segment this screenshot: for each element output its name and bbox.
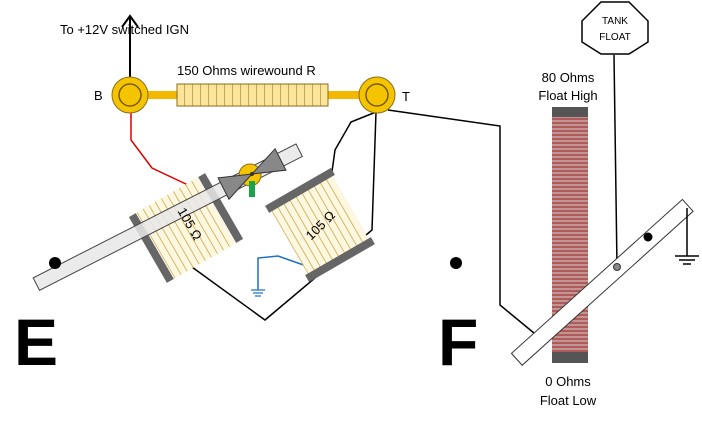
pointer-tab [249,181,255,197]
gauge-empty-label: E [14,305,58,379]
sender-high-value: 80 Ohms [542,70,595,85]
pointer-icon [217,147,287,201]
sender-low-value: 0 Ohms [545,374,591,389]
float-arm [510,198,694,366]
terminal-b [111,76,149,114]
blue-wire [257,255,313,290]
empty-dot [49,257,61,269]
resistor-label: 150 Ohms wirewound R [177,63,316,78]
sender-low-label: Float Low [540,393,597,408]
terminal-t [358,76,396,114]
float-line2: FLOAT [599,32,630,43]
arm-dot [643,232,653,242]
ground-icon [675,208,699,265]
float-line1: TANK [602,16,628,27]
red-wire [130,112,189,186]
full-dot [450,257,462,269]
supply-label: To +12V switched IGN [60,22,189,37]
gauge-full-label: F [438,305,478,379]
tank-float: TANK FLOAT [581,1,649,55]
coil-right: 105 Ω [265,167,375,283]
sender-high-label: Float High [538,88,597,103]
wire-t-to-right-coil [329,111,377,187]
float-pivot [613,263,621,271]
supply-arrow-icon [121,14,139,78]
ground-icon [251,289,265,297]
float-rod [613,54,618,267]
terminal-t-label: T [402,89,410,104]
terminal-b-label: B [94,88,103,103]
wire-t-to-sender [387,109,541,339]
wirewound-resistor [176,83,329,107]
